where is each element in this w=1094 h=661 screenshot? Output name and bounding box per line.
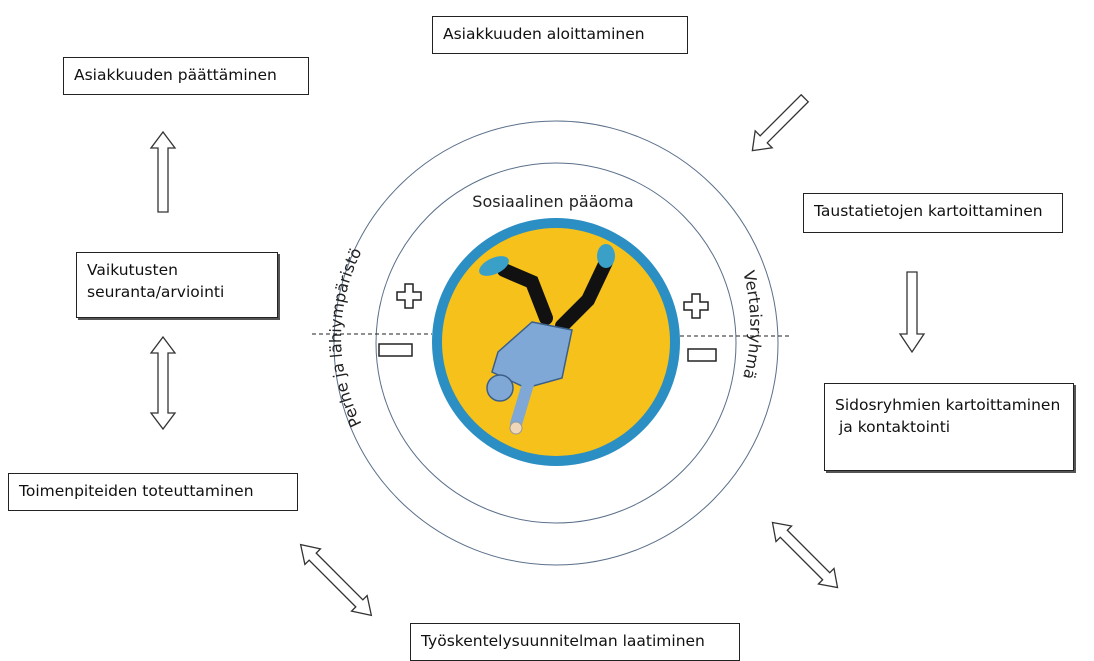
step-stakeholders-label-2: ja kontaktointi xyxy=(839,418,951,436)
breakdancer-icon xyxy=(479,244,615,435)
step-end-box: Asiakkuuden päättäminen xyxy=(63,57,309,95)
step-plan-label: Työskentelysuunnitelman laatiminen xyxy=(421,632,705,650)
step-evaluation-label-2: seuranta/arviointi xyxy=(87,283,225,301)
plus-icon xyxy=(683,293,709,319)
outer-circle xyxy=(333,120,779,566)
step-start-label: Asiakkuuden aloittaminen xyxy=(443,25,645,43)
inner-circle xyxy=(375,162,737,524)
step-stakeholders-label-1: Sidosryhmien kartoittaminen xyxy=(835,396,1061,414)
minus-icon xyxy=(687,348,717,362)
arrow-stakeholders-plan xyxy=(771,521,839,589)
peer-group-label: Vertaisryhmä xyxy=(739,269,765,382)
step-evaluation-label-1: Vaikutusten xyxy=(87,261,178,279)
step-background-label: Taustatietojen kartoittaminen xyxy=(814,202,1043,220)
step-actions-label: Toimenpiteiden toteuttaminen xyxy=(19,482,254,500)
arrow-plan-actions xyxy=(299,543,373,617)
step-start-box: Asiakkuuden aloittaminen xyxy=(432,16,688,54)
arrow-background-to-stakeholders xyxy=(898,271,926,354)
arrow-actions-evaluation xyxy=(149,335,177,431)
step-end-label: Asiakkuuden päättäminen xyxy=(74,66,277,84)
step-actions-box: Toimenpiteiden toteuttaminen xyxy=(8,473,298,511)
minus-icon xyxy=(378,343,413,357)
social-capital-label: Sosiaalinen pääoma xyxy=(472,192,633,211)
arrow-evaluation-to-end xyxy=(149,130,177,213)
arrow-start-to-background xyxy=(751,93,810,152)
plus-icon xyxy=(396,283,422,309)
family-environment-label: Perhe ja lähiympäristö xyxy=(326,245,365,431)
step-background-box: Taustatietojen kartoittaminen xyxy=(803,193,1063,233)
step-evaluation-box: Vaikutusten seuranta/arviointi xyxy=(76,252,278,318)
step-stakeholders-box: Sidosryhmien kartoittaminen ja kontaktoi… xyxy=(824,383,1074,471)
